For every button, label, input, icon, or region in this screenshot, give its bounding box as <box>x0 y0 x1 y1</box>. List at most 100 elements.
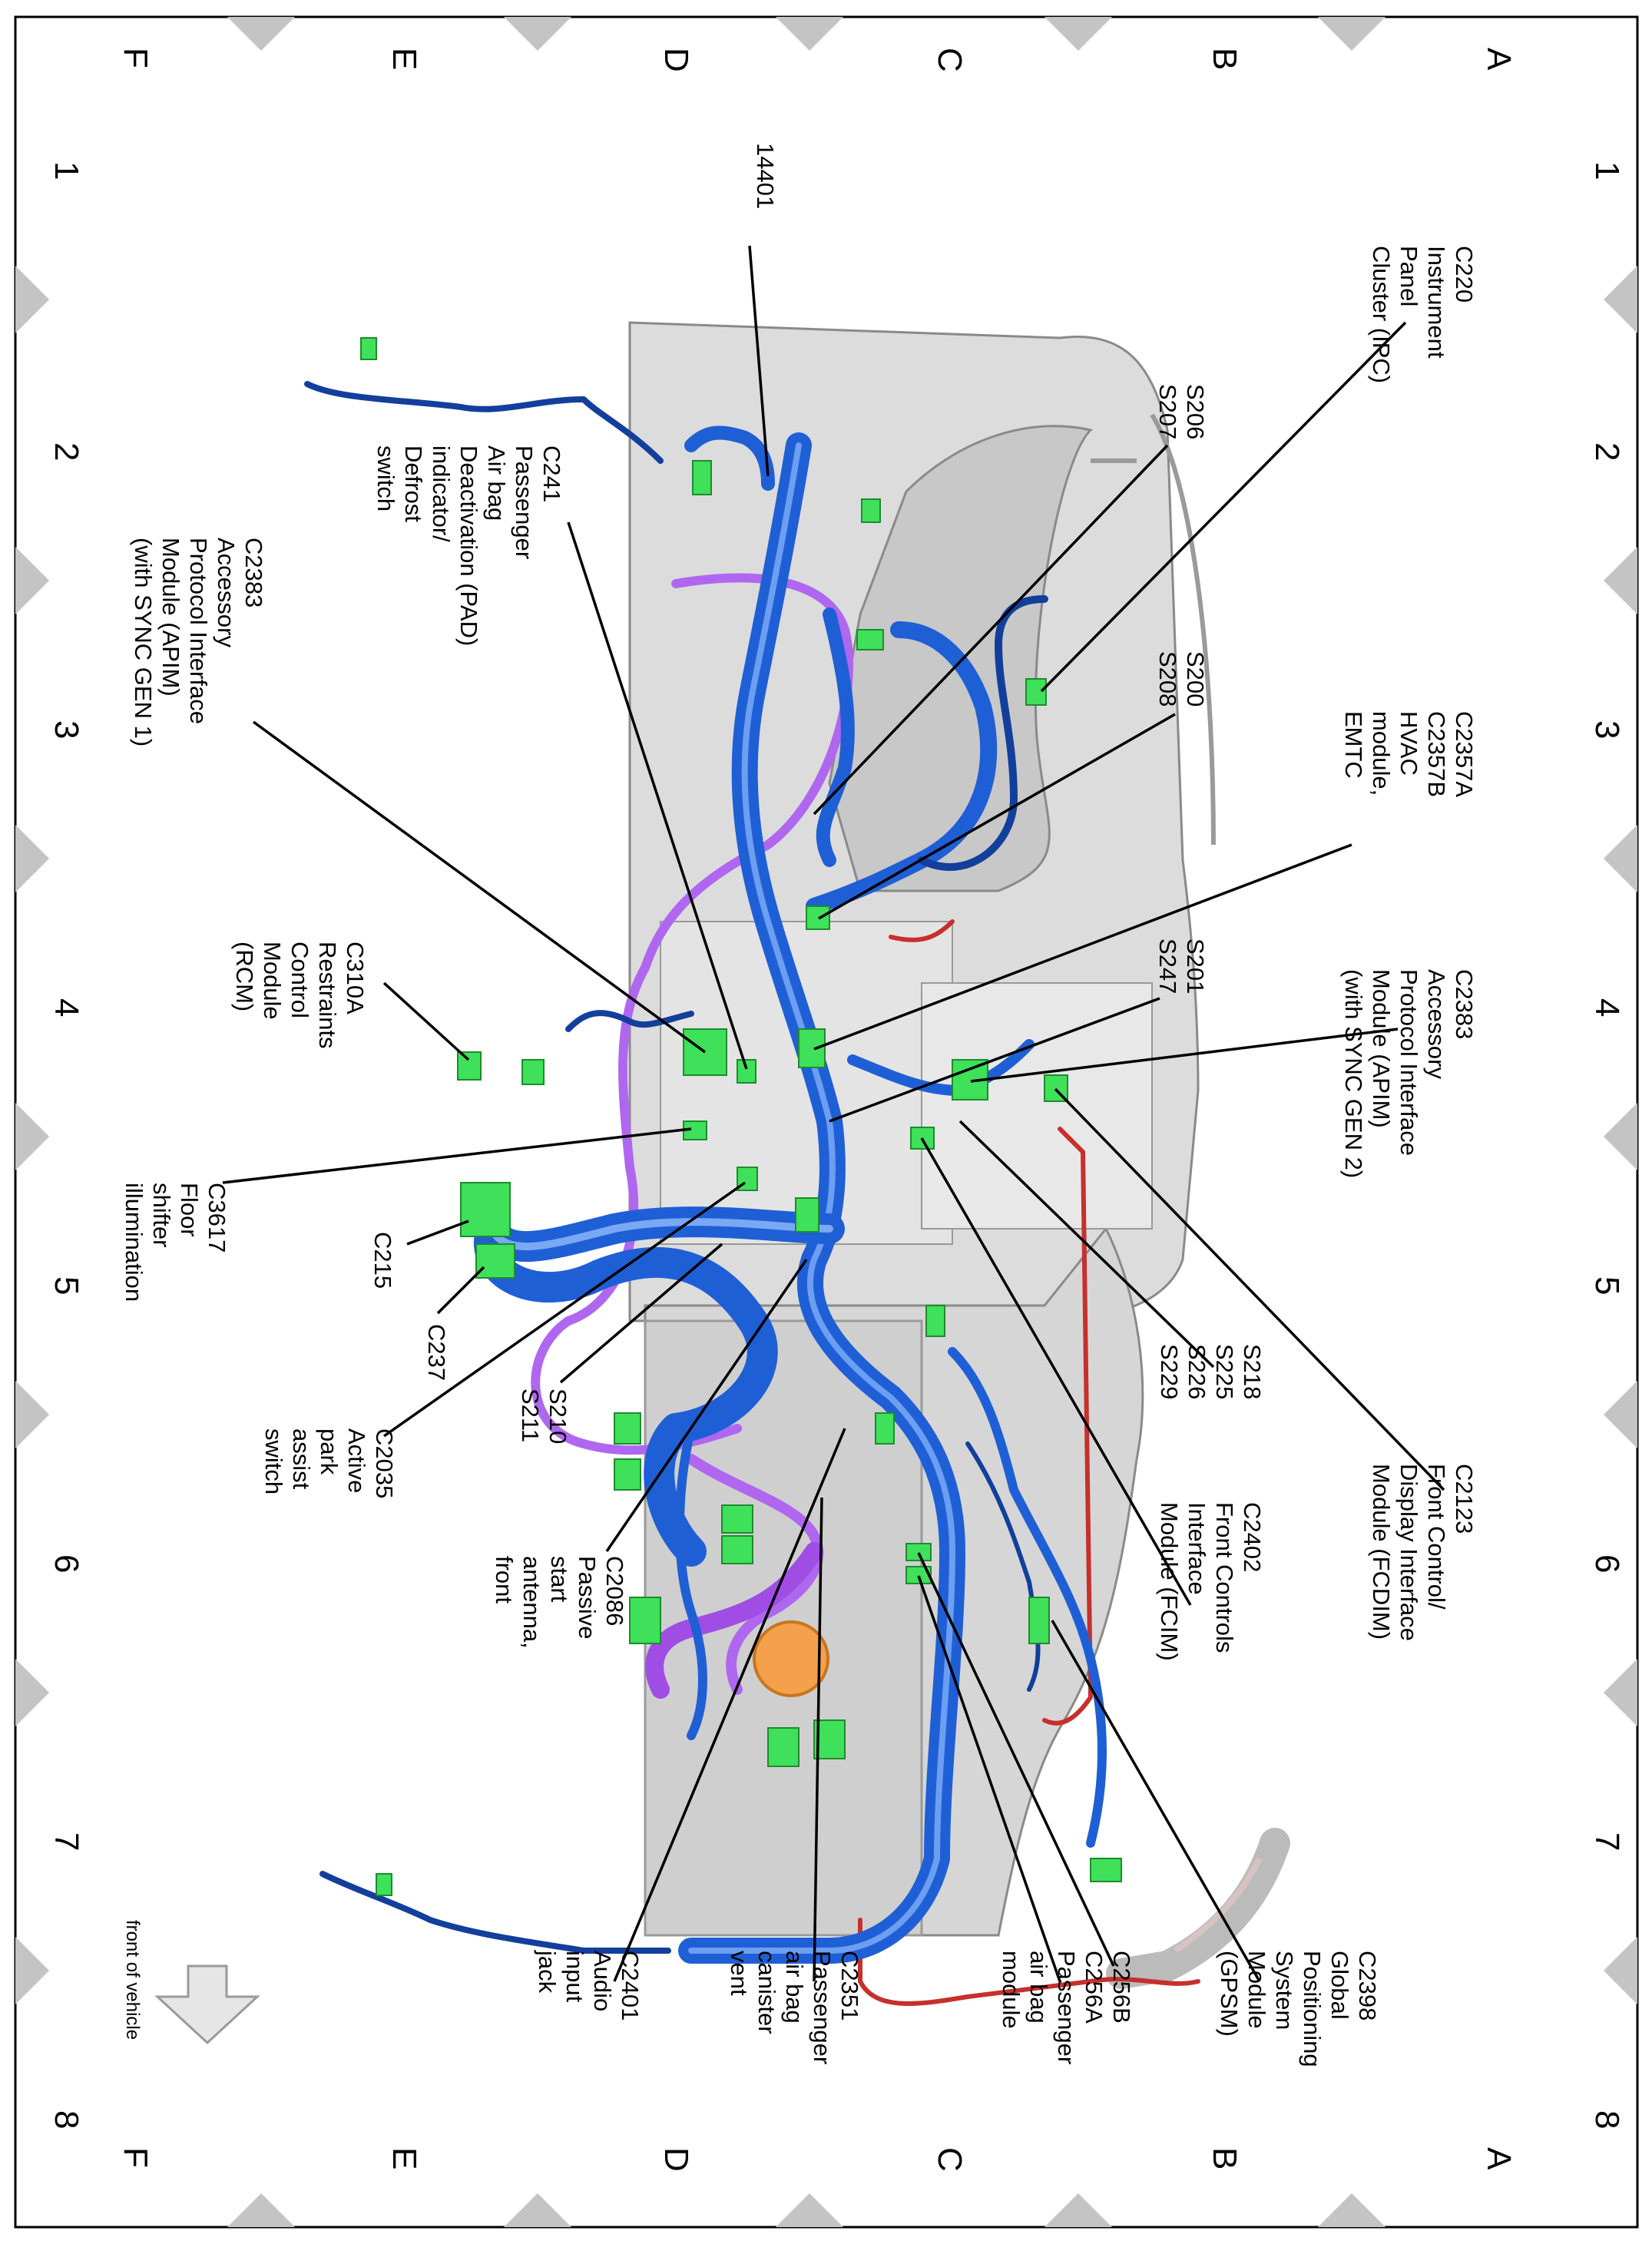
grid-triangle-right-4 <box>1604 1381 1637 1448</box>
callout-line: S206 <box>1182 384 1209 439</box>
leader-c2383-gen1 <box>252 720 707 1054</box>
connector-lower-2 <box>925 1305 945 1337</box>
callout-line: Passenger <box>511 445 538 559</box>
leader-s210 <box>559 1243 723 1384</box>
callout-line: C2357B <box>1423 711 1450 797</box>
grid-triangle-bottom-0 <box>227 2193 295 2227</box>
callout-line: (GPSM) <box>1216 1951 1243 2037</box>
callout-line: C2398 <box>1354 1951 1381 2021</box>
callout-line: Module (APIM) <box>157 538 184 697</box>
connector-s200 <box>806 905 830 930</box>
callout-line: antenna, <box>518 1556 545 1649</box>
callout-c220: C220 Instrument Panel Cluster (IPC) <box>1368 246 1478 383</box>
callout-line: C256B <box>1108 1951 1135 2024</box>
callout-line: Global <box>1326 1951 1353 2020</box>
connector-c256b <box>905 1566 932 1584</box>
callout-line: S229 <box>1156 1344 1183 1399</box>
purple-harness-lower <box>686 1454 824 1695</box>
callout-s200-s208: S200 S208 <box>1154 651 1209 707</box>
callout-line: Protocol Interface <box>1395 969 1422 1156</box>
callout-line: S210 <box>545 1388 571 1444</box>
grid-triangle-right-6 <box>1604 1937 1637 2004</box>
leader-c241 <box>567 521 748 1070</box>
grid-triangle-top-0 <box>227 17 295 51</box>
callout-line: C220 <box>1451 246 1478 303</box>
connector-upper-1 <box>861 498 881 523</box>
callout-line: switch <box>260 1428 287 1494</box>
callout-line: Front Control/ <box>1423 1464 1450 1610</box>
red-wire <box>858 919 1200 2006</box>
connector-c220 <box>1025 678 1047 706</box>
grid-triangle-left-2 <box>15 825 49 892</box>
callout-c3617: C3617 Floor shifter illumination <box>121 1183 230 1302</box>
leader-c256a <box>917 1575 1061 1982</box>
callout-s218-s229: S218 S225 S226 S229 <box>1156 1344 1266 1399</box>
col-label-3-left: 3 <box>48 720 85 739</box>
glovebox-branch <box>965 1441 1041 1692</box>
callout-line: Front Controls <box>1211 1502 1238 1653</box>
callout-line: Panel <box>1395 246 1422 306</box>
col-label-7-right: 7 <box>1588 1832 1626 1851</box>
callout-line: S226 <box>1184 1344 1210 1399</box>
connector-c256a <box>905 1543 932 1561</box>
row-label-e-bottom: E <box>386 2147 423 2170</box>
leader-c3617 <box>222 1127 692 1184</box>
callout-c2035: C2035 Active park assist switch <box>260 1428 398 1498</box>
connectors <box>360 337 1122 1896</box>
grid-row-labels-top: A B C D E F <box>117 48 1518 72</box>
callout-line: Deactivation (PAD) <box>455 445 482 646</box>
callout-line: air bag <box>1025 1951 1052 2024</box>
callout-line: Floor <box>176 1183 203 1237</box>
callout-line: input <box>561 1951 588 2003</box>
callout-line: Display Interface <box>1395 1464 1422 1641</box>
col-label-3-right: 3 <box>1588 720 1626 739</box>
callout-line: S211 <box>517 1388 544 1442</box>
connector-defrost <box>692 460 712 495</box>
callout-line: S218 <box>1239 1344 1266 1399</box>
callout-line: start <box>546 1556 573 1603</box>
col-label-8-right: 8 <box>1588 2110 1626 2129</box>
front-of-vehicle-indicator: front of vehicle <box>122 1920 260 2045</box>
leader-14401 <box>748 245 770 477</box>
connector-gpsm-end <box>1090 1858 1122 1882</box>
callout-line: Defrost <box>400 445 427 522</box>
cowl-bracket-upper <box>1173 1857 1263 1954</box>
callout-line: Module (APIM) <box>1368 969 1395 1128</box>
callout-line: Passenger <box>809 1951 836 2064</box>
callout-line: vent <box>726 1951 753 1996</box>
callout-line: C2086 <box>601 1556 628 1626</box>
grid-triangle-top-1 <box>504 17 571 51</box>
callout-c2401: C2401 Audio input jack <box>534 1950 644 2021</box>
connector-defrost-end <box>360 337 377 360</box>
grid-triangle-left-1 <box>15 547 49 614</box>
cowl-bracket-lower <box>1106 1828 1290 1989</box>
col-label-6-left: 6 <box>48 1554 85 1573</box>
callout-c2357: C2357A C2357B HVAC module, EMTC <box>1340 711 1478 797</box>
leader-s218 <box>958 1120 1215 1369</box>
grid-triangle-top-3 <box>1045 17 1112 51</box>
connector-c310a-2 <box>521 1059 545 1085</box>
callout-line: module <box>998 1951 1025 2029</box>
row-label-d-bottom: D <box>657 2147 695 2172</box>
callout-line: C2357A <box>1451 711 1478 797</box>
callout-line: S225 <box>1211 1344 1238 1399</box>
row-label-a-bottom: A <box>1480 2147 1518 2170</box>
callout-c2398: C2398 Global Positioning System Module (… <box>1216 1951 1381 2067</box>
defrost-branch <box>304 381 664 464</box>
grid-triangle-left-0 <box>15 266 49 333</box>
connector-left-end <box>376 1873 392 1896</box>
leader-c2035 <box>382 1181 747 1438</box>
leader-c2351 <box>813 1497 823 1982</box>
leader-c2402 <box>920 1137 1192 1606</box>
callout-line: C2123 <box>1451 1464 1478 1534</box>
rcm-branch <box>565 1010 694 1032</box>
callout-line: Module (FCDIM) <box>1368 1464 1395 1640</box>
col-label-1-right: 1 <box>1588 161 1626 180</box>
callout-s206-s207: S206 S207 <box>1154 384 1209 439</box>
callout-line: S200 <box>1182 651 1209 707</box>
left-end-wire <box>319 1871 671 1954</box>
lower-right-branch <box>948 1347 1107 1848</box>
connector-c215 <box>460 1182 511 1237</box>
callout-line: C241 <box>538 445 565 502</box>
upper-bracket-block <box>921 982 1153 1230</box>
